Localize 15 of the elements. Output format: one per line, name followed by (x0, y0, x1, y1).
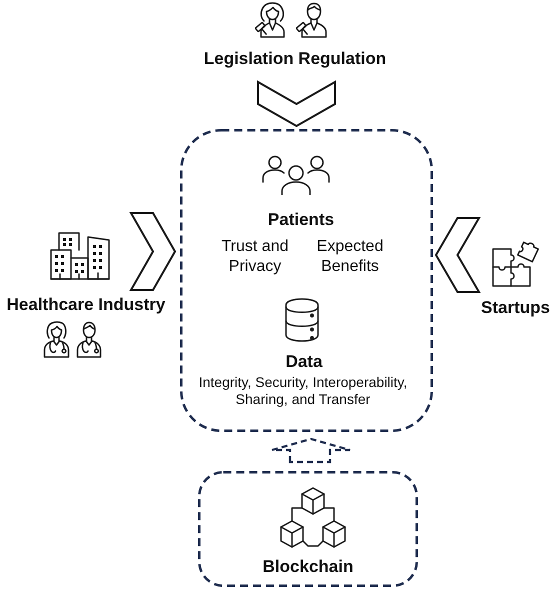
factor-label: Expected Benefits (316, 237, 384, 277)
group-label: Blockchain (262, 556, 354, 578)
factor-label: Trust and Privacy (220, 237, 290, 277)
dashed-rounded-panel (180, 129, 433, 432)
group-label: Startups (481, 297, 550, 318)
chevron-arrow (257, 80, 336, 128)
description-text: Integrity, Security, Interoperability, Sharing, and Transfer (198, 374, 408, 408)
group-label: Healthcare Industry (6, 294, 166, 316)
block-arrow (270, 438, 352, 464)
group-label: Legislation Regulation (204, 48, 386, 70)
section-heading: Data (286, 351, 322, 372)
chevron-arrow (434, 217, 481, 293)
dashed-rounded-panel (198, 471, 418, 587)
chevron-arrow (129, 212, 176, 291)
section-heading: Patients (268, 209, 334, 230)
